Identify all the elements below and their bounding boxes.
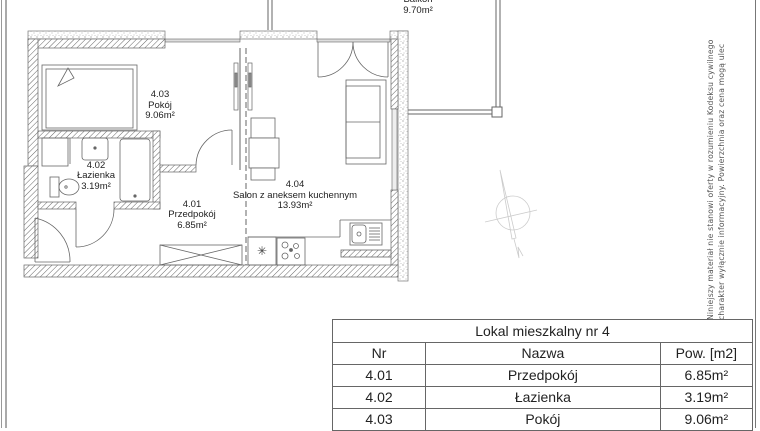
svg-text:9.70m²: 9.70m² (403, 5, 433, 16)
interior-walls (37, 48, 247, 265)
svg-text:6.85m²: 6.85m² (177, 220, 207, 231)
hall-wardrobe-icon (159, 244, 243, 266)
svg-text:Przedpokój: Przedpokój (168, 209, 216, 220)
svg-text:3.19m²: 3.19m² (81, 181, 111, 192)
frame-line-inner (5, 0, 7, 428)
entrance-door-icon (34, 217, 71, 263)
table-header-row: Nr Nazwa Pow. [m2] (331, 342, 754, 365)
cooktop-icon (281, 241, 300, 260)
room-label-4-04: 4.04 Salon z aneksem kuchennym 13.93m² (233, 179, 357, 211)
room-label-4-01: 4.01 Przedpokój 6.85m² (168, 199, 216, 231)
svg-text:Pokój: Pokój (148, 100, 172, 111)
svg-text:4.04: 4.04 (286, 179, 305, 190)
cell-area: 3.19m² (659, 386, 754, 409)
disclaimer-line-1: Niniejszy materiał nie stanowi oferty w … (706, 39, 715, 320)
kitchen-counter (247, 219, 392, 266)
frame-line-right (755, 0, 756, 428)
svg-text:Balkon: Balkon (403, 0, 432, 5)
kitchen-sink-icon (349, 222, 383, 246)
bathroom-fixtures (41, 137, 151, 202)
frame-line-outer (1, 0, 2, 428)
door-swing-icon (195, 129, 233, 166)
room-label-4-03: 4.03 Pokój 9.06m² (145, 89, 175, 121)
header-area: Pow. [m2] (659, 342, 754, 365)
balcony-door-icon (317, 41, 389, 78)
compass-north-arrow-icon (484, 169, 538, 259)
table-row: 4.02 Łazienka 3.19m² (331, 386, 754, 409)
room-label-4-02: 4.02 Łazienka 3.19m² (77, 160, 116, 192)
cell-name: Przedpokój (425, 364, 661, 387)
cell-name: Pokój (425, 408, 661, 431)
table-title-row: Lokal mieszkalny nr 4 (332, 319, 753, 343)
header-name: Nazwa (425, 342, 661, 365)
sofa-icon (345, 79, 387, 165)
table-title: Lokal mieszkalny nr 4 (332, 319, 753, 343)
table-row: 4.01 Przedpokój 6.85m² (331, 364, 754, 387)
svg-text:4.01: 4.01 (183, 199, 202, 210)
balcony-outline (267, 0, 503, 118)
header-nr: Nr (331, 342, 427, 365)
wardrobe-icon (233, 62, 253, 111)
cell-name: Łazienka (425, 386, 661, 409)
cell-nr: 4.01 (331, 364, 427, 387)
svg-text:13.93m²: 13.93m² (278, 200, 313, 211)
disclaimer-notice: Niniejszy materiał nie stanowi oferty w … (705, 0, 727, 320)
room-label-balcony: Balkon 9.70m² (403, 0, 433, 16)
svg-text:4.03: 4.03 (151, 89, 170, 100)
cell-area: 6.85m² (659, 364, 754, 387)
toilet-bowl-icon (58, 178, 80, 196)
svg-text:Łazienka: Łazienka (77, 170, 116, 181)
bathtub-icon (119, 138, 151, 202)
table-row: 4.03 Pokój 9.06m² (331, 408, 754, 431)
toilet-tank-icon (49, 176, 60, 198)
fridge-icon: ✳ (257, 244, 267, 258)
disclaimer-line-2: charakter wyłącznie informacyjny. Powier… (717, 43, 726, 320)
exterior-walls (23, 30, 409, 282)
washing-machine-icon (41, 137, 69, 167)
svg-text:9.06m²: 9.06m² (145, 110, 175, 121)
bed-icon (41, 64, 138, 131)
cell-nr: 4.03 (331, 408, 427, 431)
svg-text:Salon z aneksem kuchennym: Salon z aneksem kuchennym (233, 190, 357, 201)
svg-text:4.02: 4.02 (87, 160, 106, 171)
bathroom-door-icon (75, 208, 115, 248)
cell-area: 9.06m² (659, 408, 754, 431)
sink-icon (81, 137, 109, 161)
cell-nr: 4.02 (331, 386, 427, 409)
dining-table-icon (248, 117, 280, 181)
room-area-table: Lokal mieszkalny nr 4 Nr Nazwa Pow. [m2]… (331, 319, 754, 431)
